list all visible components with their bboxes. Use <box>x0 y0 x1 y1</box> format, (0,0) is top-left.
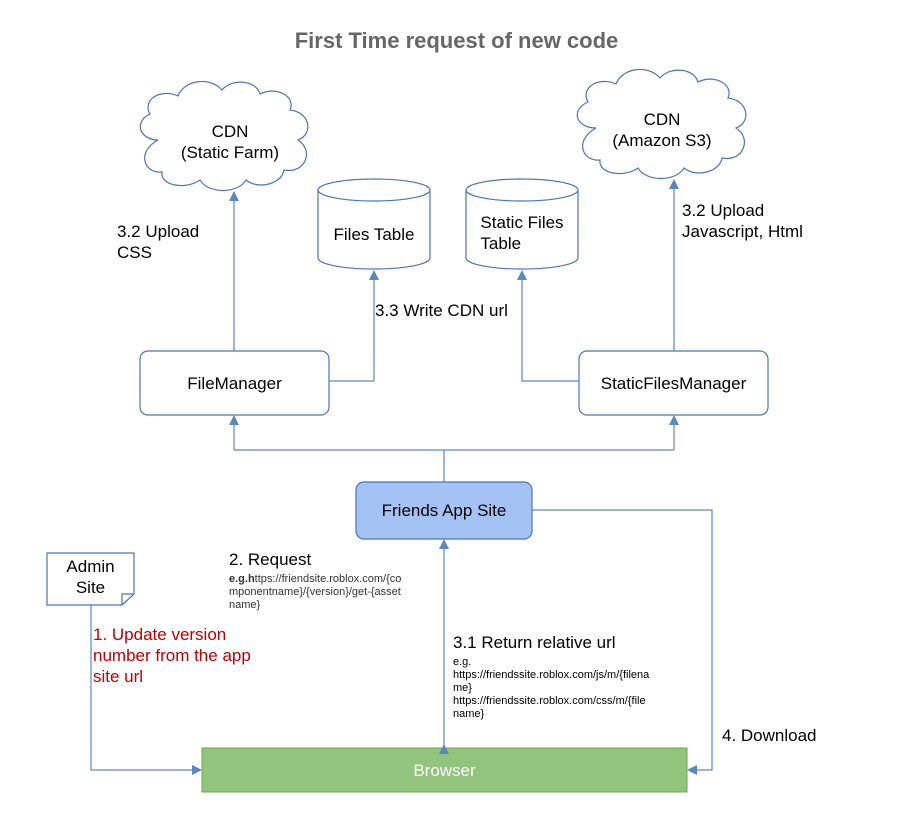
friends-app-site-label: Friends App Site <box>381 501 507 520</box>
edge-download <box>532 509 713 775</box>
admin-site-line1: Admin <box>66 557 115 576</box>
diagram-title: First Time request of new code <box>294 28 619 53</box>
static-files-table-cylinder <box>465 178 579 270</box>
static-files-table-label: Static Files Table <box>466 210 578 256</box>
update-version-line1: 1. Update version <box>93 625 227 644</box>
upload-js-label: 3.2 Upload Javascript, Html <box>682 200 803 242</box>
return-example-line2: https://friendssite.roblox.com/js/m/{fil… <box>453 669 650 681</box>
return-example-line1: e.g. <box>453 656 472 668</box>
files-table-cylinder <box>317 178 431 270</box>
upload-css-line1: 3.2 Upload <box>117 222 200 241</box>
browser-box <box>201 747 688 793</box>
edge-filemanager-to-files-table <box>329 270 379 382</box>
request-label: 2. Request <box>229 550 312 569</box>
return-url-label: 3.1 Return relative url <box>453 633 616 652</box>
download-label: 4. Download <box>722 726 817 745</box>
update-version-line2: number from the app <box>93 646 251 665</box>
admin-site-note <box>46 552 135 606</box>
files-table-label: Files Table <box>333 224 415 244</box>
update-version-label: 1. Update version number from the app si… <box>93 624 251 687</box>
edge-staticmanager-to-static-table <box>517 270 579 382</box>
write-cdn-label: 3.3 Write CDN url <box>375 301 508 320</box>
cdn-static-farm-line2: (Static Farm) <box>180 143 280 162</box>
upload-css-line2: CSS <box>117 243 152 262</box>
update-version-line3: site url <box>93 667 144 686</box>
cdn-amazon-line1: CDN <box>643 110 681 129</box>
cdn-amazon-line2: (Amazon S3) <box>612 131 712 150</box>
cdn-amazon-cloud <box>576 68 747 180</box>
return-example-line5: name} <box>453 708 485 720</box>
return-example-line3: me} <box>453 682 472 694</box>
request-example-line2: mponentname}/{version}/get-{asset <box>229 586 401 598</box>
cdn-static-farm-label: CDN (Static Farm) <box>170 120 290 164</box>
edge-admin-to-browser <box>90 605 202 775</box>
request-example: e.g.https://friendsite.roblox.com/{co mp… <box>229 573 459 612</box>
browser-label: Browser <box>413 760 476 780</box>
upload-js-line1: 3.2 Upload <box>682 201 765 220</box>
cdn-amazon-label: CDN (Amazon S3) <box>602 108 722 152</box>
static-files-table-line2: Table <box>480 234 522 253</box>
request-example-line3: name} <box>229 599 261 611</box>
cdn-static-farm-line1: CDN <box>211 122 249 141</box>
cdn-static-farm-cloud <box>139 80 309 192</box>
admin-site-label: Admin Site <box>47 553 134 601</box>
upload-css-label: 3.2 Upload CSS <box>117 221 199 263</box>
return-example: e.g. https://friendssite.roblox.com/js/m… <box>453 656 713 721</box>
request-example-line1: ttps://friendsite.roblox.com/{co <box>254 573 402 585</box>
return-example-line4: https://friendssite.roblox.com/css/m/{fi… <box>453 695 646 707</box>
file-manager-label: FileManager <box>187 373 282 393</box>
static-files-table-line1: Static Files <box>480 213 564 232</box>
static-files-manager-label: StaticFilesManager <box>600 373 747 393</box>
request-example-prefix: e.g.h <box>229 573 255 585</box>
upload-js-line2: Javascript, Html <box>682 222 803 241</box>
admin-site-line2: Site <box>75 578 106 597</box>
